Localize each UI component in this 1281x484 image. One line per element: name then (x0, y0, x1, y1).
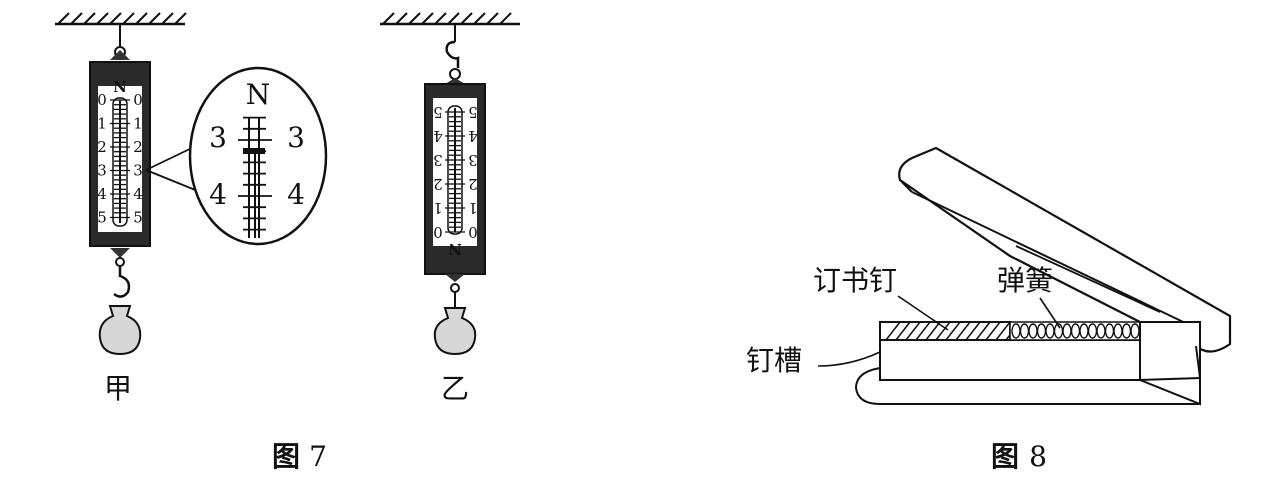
magnifier-lower-left: 4 (209, 178, 227, 211)
spring (1009, 321, 1141, 341)
scale-number-yi-left: 3 (433, 151, 443, 169)
magnifier-unit: N (246, 78, 271, 111)
scale-number-jia-right: 2 (133, 138, 143, 156)
scale-numbers-yi: 0 0 1 1 2 2 3 3 4 4 5 5 (433, 103, 478, 241)
scale-numbers-jia: 0 0 1 1 2 2 3 3 4 4 5 5 (97, 91, 143, 227)
scale-jia: N 0 0 1 1 2 2 3 3 4 4 5 5 甲 (55, 12, 187, 405)
scale-number-jia-left: 1 (97, 115, 107, 133)
scale-number-yi-left: 5 (433, 103, 443, 121)
scale-number-yi-left: 0 (433, 223, 443, 241)
groove-label: 钉槽 (746, 344, 802, 377)
scale-number-yi-right: 1 (468, 199, 478, 217)
unit-label-jia: N (113, 78, 127, 96)
scale-number-jia-right: 1 (133, 115, 143, 133)
svg-text:图: 图 (272, 440, 300, 473)
staples (879, 321, 1021, 341)
scale-number-yi-left: 2 (433, 175, 443, 193)
spring-label: 弹簧 (997, 264, 1053, 297)
stapler: 订书钉 弹簧 钉槽 (746, 146, 1232, 406)
scale-number-jia-right: 5 (133, 209, 143, 227)
ceiling-jia (55, 12, 187, 26)
scale-number-jia-left: 0 (97, 91, 107, 109)
staples-label: 订书钉 (813, 264, 897, 297)
magnifier-lower-right: 4 (287, 178, 305, 211)
scale-number-yi-left: 4 (433, 127, 443, 145)
scale-number-yi-right: 3 (468, 151, 478, 169)
magnifier: N 3 3 4 4 (145, 66, 328, 246)
tick-marks-yi (445, 111, 465, 233)
svg-text:图: 图 (991, 440, 1019, 473)
scale-number-jia-right: 0 (133, 91, 143, 109)
scale-number-yi-left: 1 (433, 199, 443, 217)
scale-number-yi-right: 5 (468, 103, 478, 121)
magnifier-upper-left: 3 (209, 121, 227, 154)
scale-number-jia-left: 3 (97, 162, 107, 180)
svg-text:7: 7 (309, 440, 327, 473)
label-yi: 乙 (441, 372, 469, 405)
scale-number-jia-right: 4 (133, 185, 143, 203)
ceiling-yi (380, 12, 520, 26)
figure8-caption: 图 8 (991, 440, 1047, 473)
svg-text:8: 8 (1029, 440, 1047, 473)
weight-yi (433, 307, 477, 356)
magnifier-ticks (238, 116, 272, 231)
scale-number-yi-right: 4 (468, 127, 478, 145)
scale-number-jia-left: 5 (97, 209, 107, 227)
figure7-caption: 图 7 (272, 440, 327, 473)
scale-number-yi-right: 2 (468, 175, 478, 193)
magnifier-upper-right: 3 (287, 121, 305, 154)
label-jia: 甲 (104, 372, 132, 405)
staple-groove (879, 339, 1141, 381)
scale-number-jia-left: 4 (97, 185, 107, 203)
unit-label-yi: N (448, 240, 462, 258)
weight-jia (98, 305, 142, 356)
scale-number-jia-right: 3 (133, 162, 143, 180)
scale-number-jia-left: 2 (97, 138, 107, 156)
scale-yi: 0 0 1 1 2 2 3 3 4 4 5 5 N 乙 (380, 12, 520, 405)
scale-number-yi-right: 0 (468, 223, 478, 241)
tick-marks-jia (110, 99, 130, 219)
